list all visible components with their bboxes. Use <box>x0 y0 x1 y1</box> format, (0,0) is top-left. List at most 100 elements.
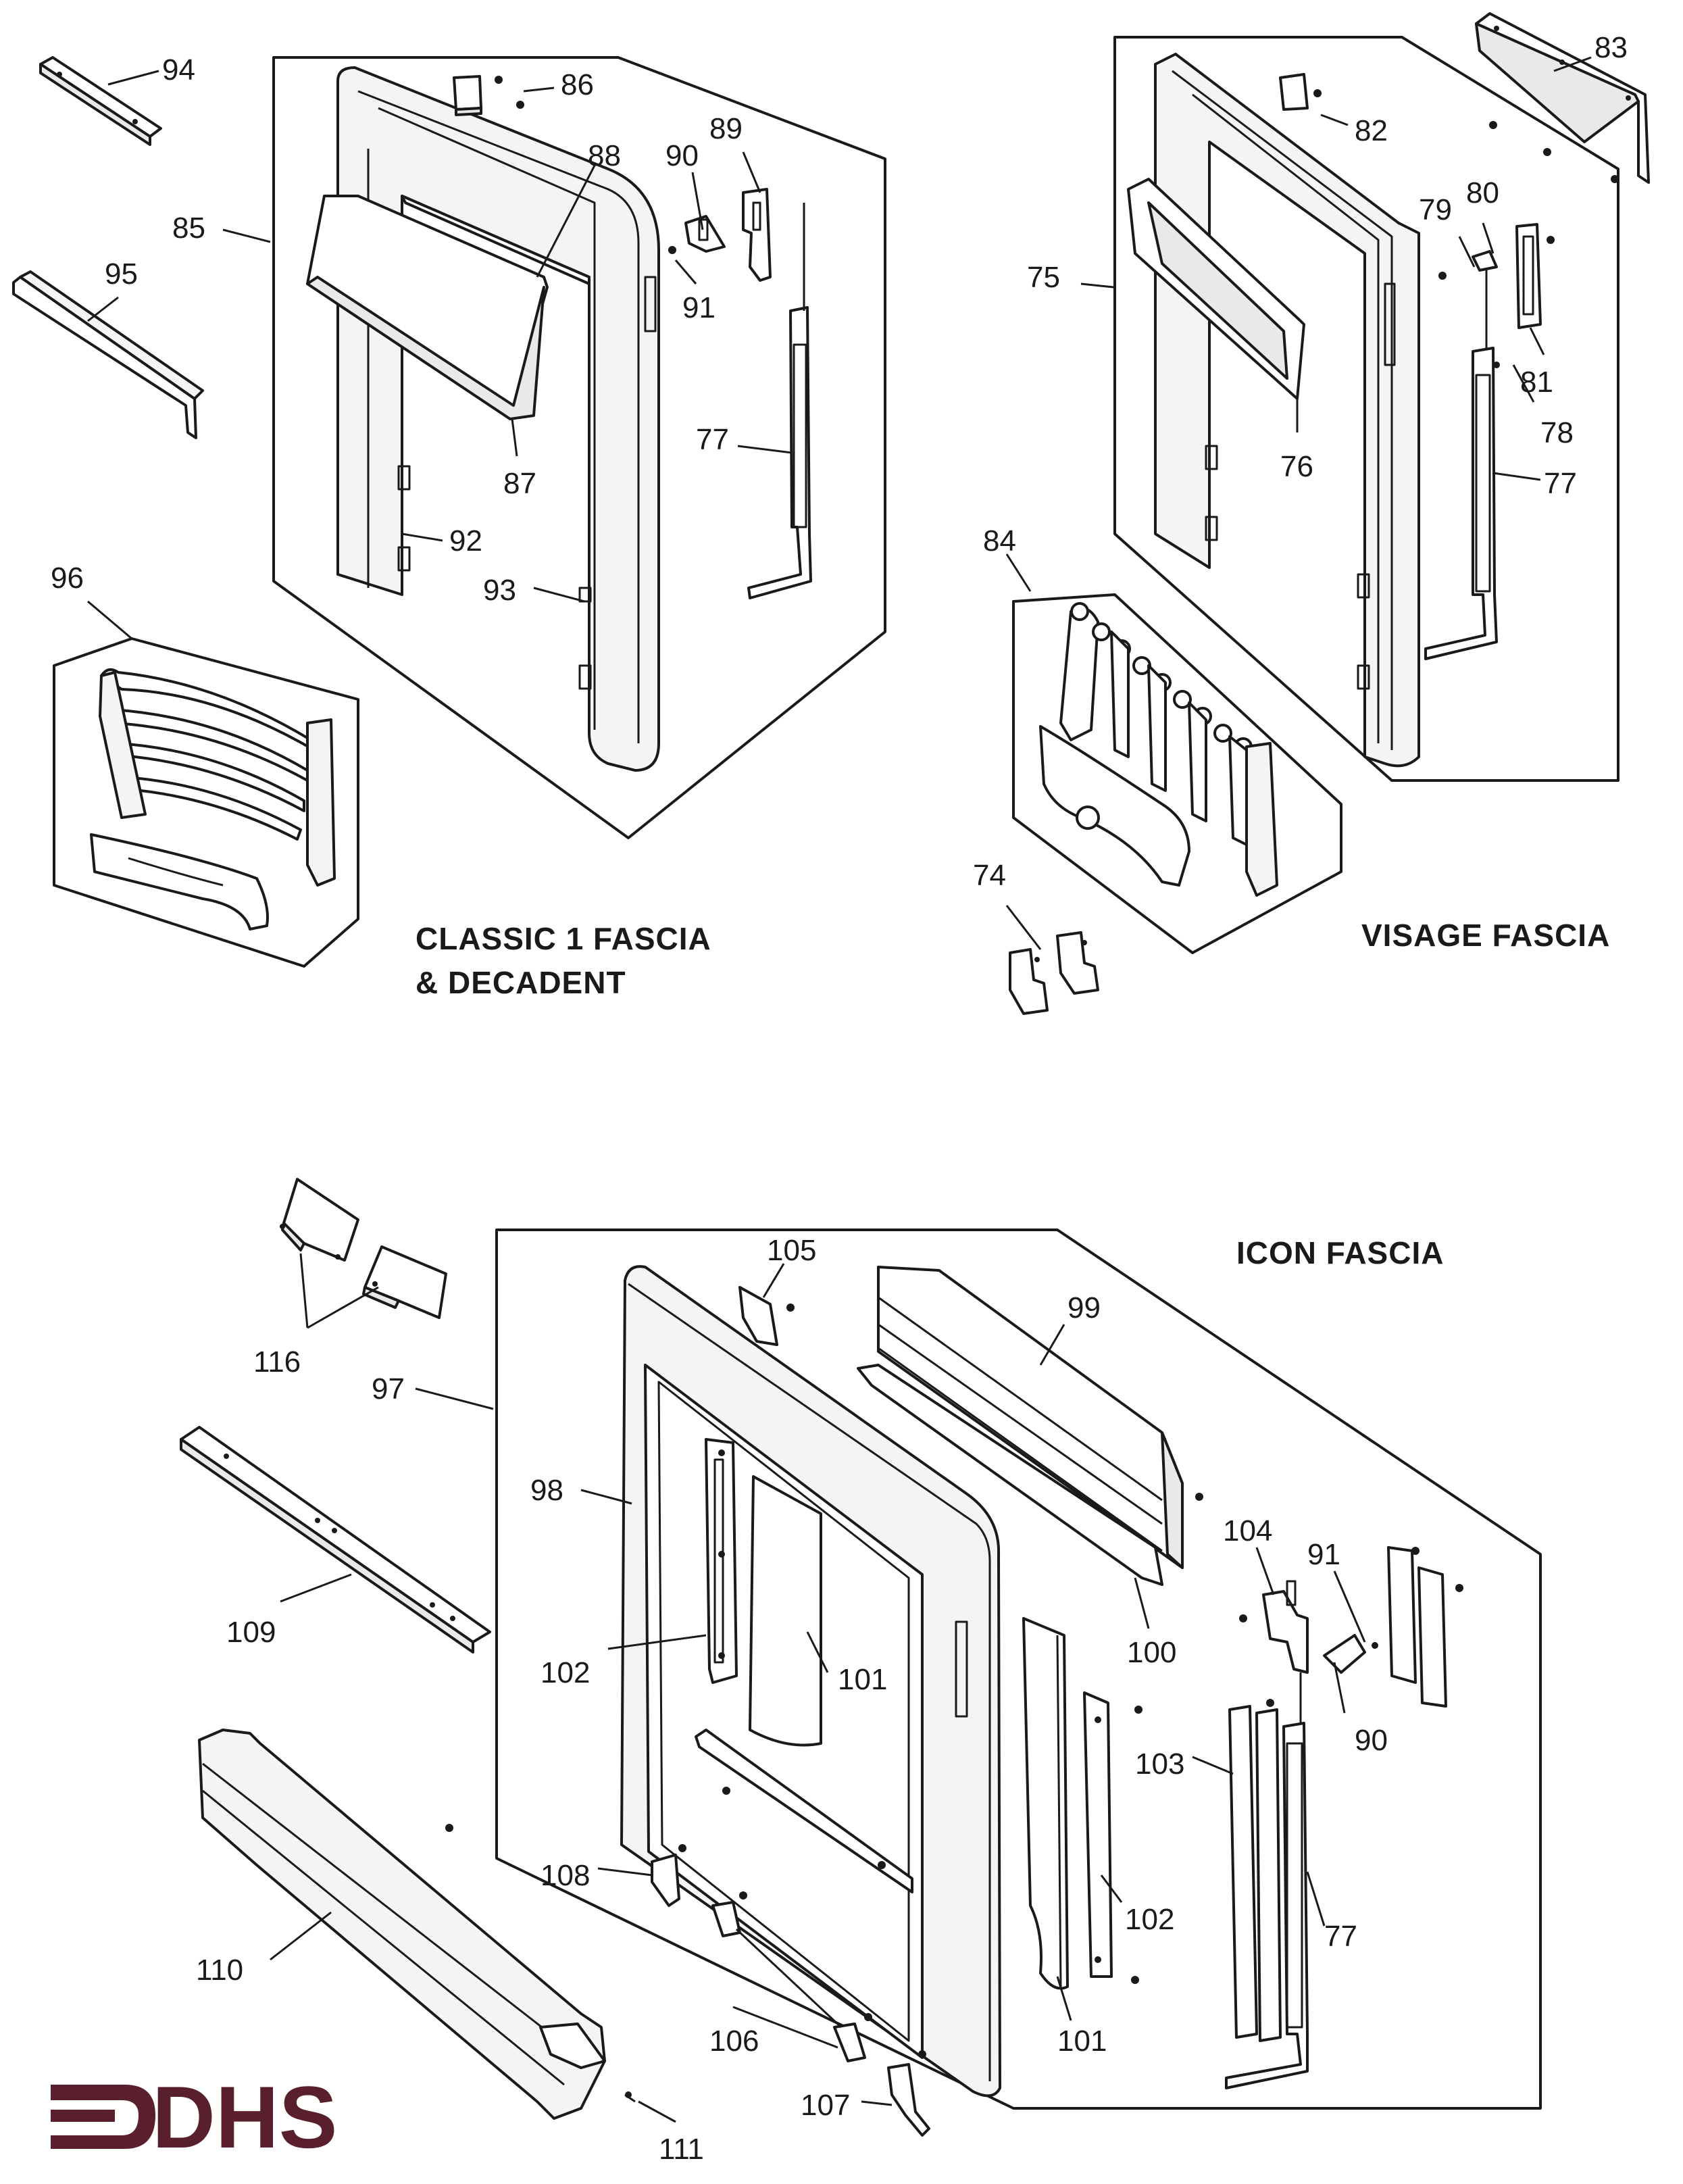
part-84-grate <box>1039 602 1278 897</box>
label-87: 87 <box>503 467 536 500</box>
dhs-logo: DHS <box>51 2068 337 2166</box>
part-85-classic-frame <box>336 66 660 772</box>
label-93: 93 <box>483 574 516 607</box>
part-103-rail <box>1228 1699 1282 2042</box>
part-99-panel <box>877 1266 1203 1569</box>
part-104-bracket <box>1239 1580 1309 1674</box>
label-98: 98 <box>530 1474 563 1507</box>
part-76-hood <box>1127 178 1305 400</box>
label-105: 105 <box>767 1234 816 1267</box>
label-86: 86 <box>561 68 594 101</box>
label-102a: 102 <box>541 1656 590 1689</box>
label-77c: 77 <box>1324 1920 1357 1953</box>
visage-title: VISAGE FASCIA <box>1361 918 1610 953</box>
part-89-bracket <box>742 188 772 282</box>
part-88-hood <box>306 195 549 420</box>
label-116: 116 <box>253 1345 301 1379</box>
part-82-clip <box>1279 73 1322 111</box>
label-91b: 91 <box>1307 1538 1340 1571</box>
part-83-bracket <box>1475 12 1650 184</box>
label-83: 83 <box>1594 31 1628 64</box>
icon-part-labels: 105 99 116 97 98 104 91 109 102 101 100 … <box>196 1234 1388 2166</box>
part-102-right-strip <box>1083 1691 1142 1984</box>
label-78: 78 <box>1540 416 1574 449</box>
part-111-screw <box>624 2091 636 2103</box>
label-110: 110 <box>196 1954 243 1987</box>
part-101-inner <box>749 1475 822 1747</box>
part-94-bracket <box>39 56 162 146</box>
label-97: 97 <box>372 1372 405 1406</box>
part-110-base <box>198 1729 606 2120</box>
label-80: 80 <box>1466 176 1499 209</box>
label-84: 84 <box>983 524 1016 557</box>
label-96: 96 <box>51 562 84 595</box>
label-81: 81 <box>1520 366 1553 399</box>
classic-part-labels: 94 95 85 86 88 90 89 91 87 77 92 93 96 <box>51 53 743 607</box>
label-75: 75 <box>1027 261 1060 294</box>
label-108: 108 <box>541 1859 590 1892</box>
icon-leader-lines <box>270 1253 1366 2123</box>
label-106: 106 <box>709 2025 759 2058</box>
classic-title-line1: CLASSIC 1 FASCIA <box>416 921 711 956</box>
part-81-bracket <box>1515 223 1555 329</box>
part-95-shelf <box>12 270 204 439</box>
label-91a: 91 <box>682 291 715 324</box>
part-84-outline <box>1012 593 1342 954</box>
part-80-clip <box>1438 250 1498 280</box>
visage-leader-lines <box>1005 56 1592 950</box>
label-77b: 77 <box>1544 467 1577 500</box>
part-bracket-top-right <box>1387 1546 1463 1708</box>
part-96-grate <box>90 668 336 930</box>
label-109: 109 <box>226 1616 276 1649</box>
classic-group-outline <box>272 56 886 839</box>
classic-leader-lines <box>87 70 793 640</box>
label-88: 88 <box>588 139 621 172</box>
label-107: 107 <box>801 2089 850 2122</box>
part-107-clip <box>887 2050 930 2137</box>
label-94: 94 <box>162 53 195 86</box>
part-75-visage-frame <box>1154 53 1420 768</box>
label-76: 76 <box>1280 450 1313 483</box>
label-101b: 101 <box>1057 2025 1107 2058</box>
label-90b: 90 <box>1355 1724 1388 1757</box>
part-inner-bottom-strip <box>695 1729 913 1893</box>
part-77-rail-icon <box>1225 1672 1309 2089</box>
label-99: 99 <box>1067 1291 1101 1324</box>
label-89: 89 <box>709 112 743 145</box>
part-86-clip <box>453 75 524 116</box>
part-116-brackets <box>280 1178 447 1319</box>
label-111: 111 <box>659 2133 704 2166</box>
visage-part-labels: 83 82 80 79 75 81 78 76 77 84 74 <box>973 31 1628 892</box>
part-109-bar <box>180 1426 491 1654</box>
label-85: 85 <box>172 212 205 245</box>
part-90-clip <box>668 215 726 254</box>
part-90-clip-icon <box>1323 1634 1378 1674</box>
label-92: 92 <box>449 524 482 557</box>
label-102b: 102 <box>1125 1903 1174 1936</box>
label-77a: 77 <box>696 423 729 456</box>
part-100-panel <box>857 1364 1163 1586</box>
dhs-logo-mark <box>51 2085 155 2149</box>
label-74: 74 <box>973 859 1006 892</box>
classic-fascia-section: 94 95 85 86 88 90 89 91 87 77 92 93 96 C… <box>12 53 886 1000</box>
label-79: 79 <box>1419 193 1452 226</box>
label-101a: 101 <box>838 1663 887 1696</box>
dhs-logo-text: DHS <box>152 2068 337 2166</box>
part-101-right-strip <box>1022 1617 1069 1990</box>
visage-fascia-section: 83 82 80 79 75 81 78 76 77 84 74 VISAGE … <box>973 12 1650 1015</box>
label-90a: 90 <box>665 139 699 172</box>
icon-group-outline <box>495 1228 1542 2110</box>
label-104: 104 <box>1223 1514 1272 1547</box>
part-105-clip <box>738 1286 795 1346</box>
label-100: 100 <box>1127 1636 1176 1669</box>
label-103: 103 <box>1135 1747 1184 1781</box>
icon-fascia-section: ICON FASCIA <box>180 1178 1542 2166</box>
part-77-rail-visage <box>1424 270 1500 660</box>
part-108-clip <box>651 1844 686 1907</box>
part-102-strip-inner <box>705 1438 738 1684</box>
label-82: 82 <box>1355 114 1388 147</box>
classic-title-line2: & DECADENT <box>416 965 626 1000</box>
classic-title: CLASSIC 1 FASCIA & DECADENT <box>416 921 711 1000</box>
part-77-rail <box>747 203 812 599</box>
